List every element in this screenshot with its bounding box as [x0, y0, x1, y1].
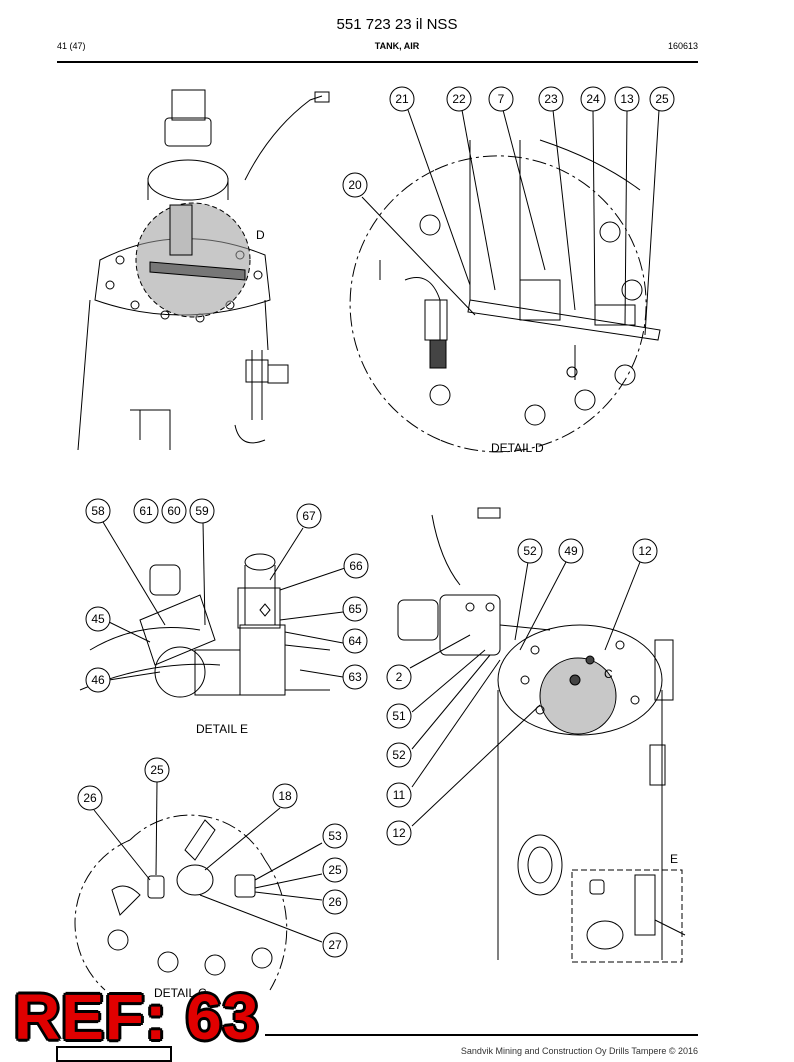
header-divider: [57, 61, 698, 63]
callout-c-25-right: 25: [322, 857, 348, 883]
svg-text:27: 27: [328, 938, 342, 952]
svg-text:23: 23: [544, 92, 558, 106]
svg-text:49: 49: [564, 544, 578, 558]
document-title: 551 723 23 il NSS: [336, 16, 458, 33]
svg-text:21: 21: [395, 92, 409, 106]
detail-e-leaders: [102, 521, 346, 681]
svg-text:18: 18: [278, 789, 292, 803]
callout-7: 7: [488, 86, 514, 112]
callout-24: 24: [580, 86, 606, 112]
svg-text:46: 46: [91, 673, 105, 687]
svg-text:53: 53: [328, 829, 342, 843]
callout-22: 22: [446, 86, 472, 112]
callout-60: 60: [161, 498, 187, 524]
callout-25: 25: [649, 86, 675, 112]
svg-text:11: 11: [393, 788, 406, 802]
callout-c-26-right: 26: [322, 889, 348, 915]
svg-text:7: 7: [498, 92, 505, 106]
callout-c-18: 18: [272, 783, 298, 809]
callout-65: 65: [342, 596, 368, 622]
detail-c-caption: DETAIL C: [154, 986, 207, 1000]
svg-text:45: 45: [91, 612, 105, 626]
detail-d-leaders: [361, 109, 660, 336]
callout-61: 61: [133, 498, 159, 524]
callout-11: 11: [386, 782, 412, 808]
reference-stamp: REF: 63: [14, 981, 260, 1053]
callout-21: 21: [389, 86, 415, 112]
callout-2: 2: [386, 664, 412, 690]
section-title: TANK, AIR: [374, 41, 420, 51]
callout-64: 64: [342, 628, 368, 654]
svg-text:26: 26: [83, 791, 97, 805]
detail-d-caption: DETAIL D: [491, 441, 544, 455]
svg-text:59: 59: [195, 504, 209, 518]
footer-divider: [265, 1034, 698, 1036]
callout-20: 20: [342, 172, 368, 198]
detail-c-marker: C: [604, 667, 613, 681]
callout-52-lower: 52: [386, 742, 412, 768]
date-code: 160613: [667, 41, 698, 51]
svg-text:52: 52: [392, 748, 406, 762]
detail-c-drawing: [74, 814, 288, 991]
svg-text:67: 67: [302, 509, 316, 523]
callout-51: 51: [386, 703, 412, 729]
detail-c-leaders: [93, 781, 323, 943]
callout-67: 67: [296, 503, 322, 529]
callout-66: 66: [343, 553, 369, 579]
svg-text:61: 61: [139, 504, 153, 518]
callout-c-27: 27: [322, 932, 348, 958]
callout-45: 45: [85, 606, 111, 632]
page-number: 41 (47): [57, 41, 86, 51]
callout-12: 12: [632, 538, 658, 564]
svg-text:26: 26: [328, 895, 342, 909]
svg-text:20: 20: [348, 178, 362, 192]
svg-text:52: 52: [523, 544, 537, 558]
detail-e-caption: DETAIL E: [196, 722, 249, 736]
callout-13: 13: [614, 86, 640, 112]
tank-top-overview: [77, 89, 330, 451]
callout-12-lower: 12: [386, 820, 412, 846]
svg-text:58: 58: [91, 504, 105, 518]
svg-text:2: 2: [396, 670, 403, 684]
main-tank-drawing: [397, 507, 686, 963]
svg-text:66: 66: [349, 559, 363, 573]
svg-text:13: 13: [620, 92, 634, 106]
detail-d-marker: D: [256, 228, 265, 242]
svg-text:22: 22: [452, 92, 466, 106]
svg-text:65: 65: [348, 602, 362, 616]
svg-text:60: 60: [167, 504, 181, 518]
svg-text:12: 12: [392, 826, 406, 840]
callout-c-53: 53: [322, 823, 348, 849]
callout-52: 52: [517, 538, 543, 564]
svg-text:12: 12: [638, 544, 652, 558]
detail-e-marker: E: [670, 852, 679, 866]
svg-text:25: 25: [328, 863, 342, 877]
svg-text:64: 64: [348, 634, 362, 648]
callout-58: 58: [85, 498, 111, 524]
callout-63: 63: [342, 664, 368, 690]
svg-text:24: 24: [586, 92, 600, 106]
callout-49: 49: [558, 538, 584, 564]
svg-text:25: 25: [150, 763, 164, 777]
callout-59: 59: [189, 498, 215, 524]
main-tank-leaders: [409, 561, 641, 827]
svg-text:51: 51: [392, 709, 406, 723]
detail-e-drawing: [79, 553, 331, 698]
footer-copyright: Sandvik Mining and Construction Oy Drill…: [460, 1046, 698, 1056]
callout-23: 23: [538, 86, 564, 112]
callout-c-25: 25: [144, 757, 170, 783]
svg-text:25: 25: [655, 92, 669, 106]
callout-c-26: 26: [77, 785, 103, 811]
callout-46: 46: [85, 667, 111, 693]
svg-text:63: 63: [348, 670, 362, 684]
